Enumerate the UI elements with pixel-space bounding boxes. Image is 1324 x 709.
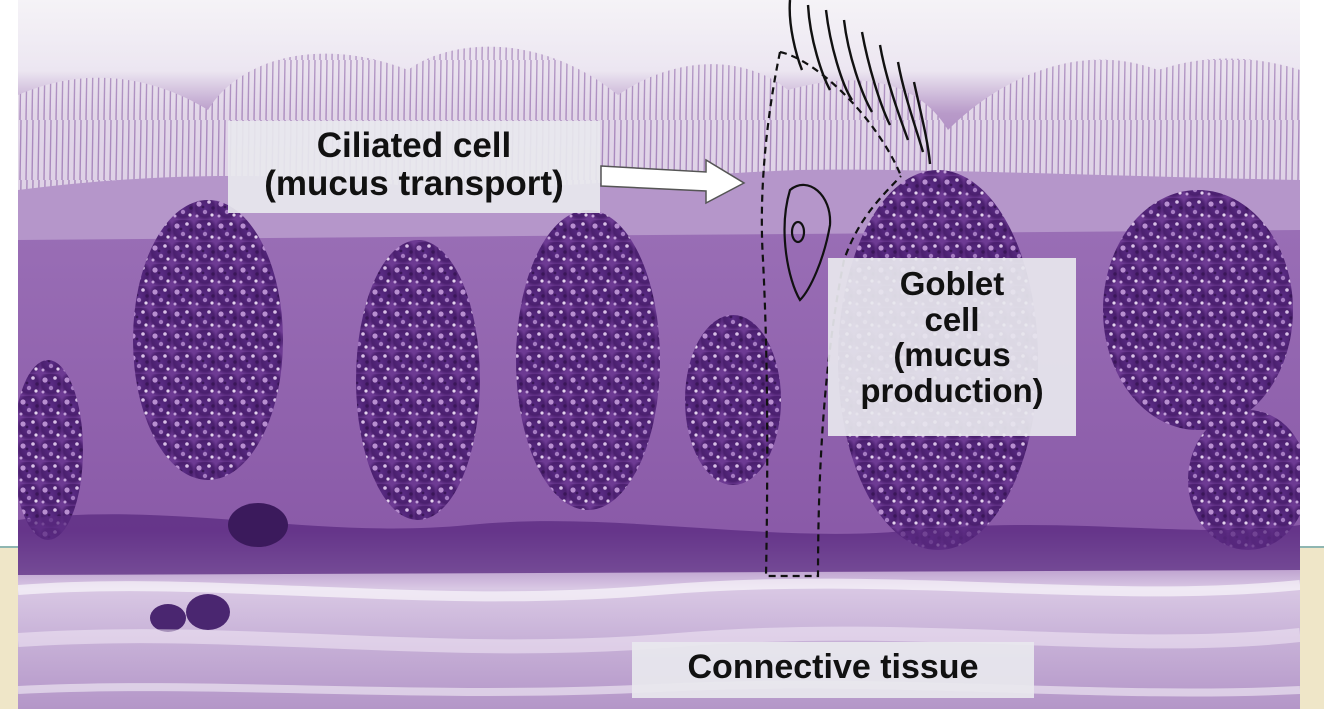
ciliated-cell-label-line2: (mucus transport) — [264, 163, 564, 203]
ciliated-cell-label: Ciliated cell (mucus transport) — [228, 121, 600, 213]
goblet-cell-label-line4: production) — [860, 371, 1044, 409]
ciliated-cell-label-line1: Ciliated cell — [316, 126, 512, 165]
slide-rule-right — [1296, 546, 1324, 548]
goblet-cell-label: Goblet cell (mucus production) — [828, 258, 1076, 436]
connective-tissue-label: Connective tissue — [632, 642, 1034, 698]
ciliated-cell-outline-icon — [760, 0, 932, 578]
goblet-cell-label-line3: (mucus — [893, 336, 1011, 374]
goblet-cell-label-line2: cell — [924, 300, 980, 338]
connective-tissue-label-text: Connective tissue — [687, 648, 979, 686]
goblet-cell-label-line1: Goblet — [899, 265, 1005, 302]
micrograph-image — [18, 0, 1300, 709]
arrow-right-icon — [600, 158, 746, 205]
